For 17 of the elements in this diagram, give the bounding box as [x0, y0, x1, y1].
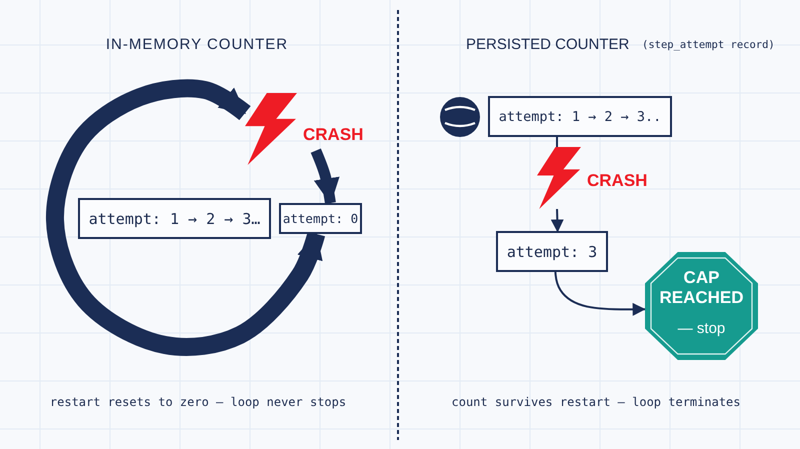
counter-box: attempt: 1 → 2 → 3..: [488, 96, 672, 137]
arrow: [46, 79, 325, 356]
sign-title: CAP REACHED: [658, 268, 745, 308]
counter-box: attempt: 0: [279, 203, 362, 234]
arrow: [550, 208, 564, 232]
caption: count survives restart — loop terminates: [452, 395, 740, 409]
section-title: IN-MEMORY COUNTER: [106, 36, 288, 53]
section-title: PERSISTED COUNTER: [466, 36, 630, 53]
crash-label: CRASH: [587, 171, 648, 191]
crash-label: CRASH: [303, 125, 364, 145]
arrow: [554, 272, 646, 316]
caption: restart resets to zero — loop never stops: [50, 395, 346, 409]
arrow: [310, 148, 340, 204]
counter-box: attempt: 1 → 2 → 3…: [78, 198, 271, 239]
sign-note: — stop: [676, 320, 726, 337]
counter-box: attempt: 3: [496, 231, 608, 272]
section-subtitle: (step_attempt record): [642, 39, 775, 51]
